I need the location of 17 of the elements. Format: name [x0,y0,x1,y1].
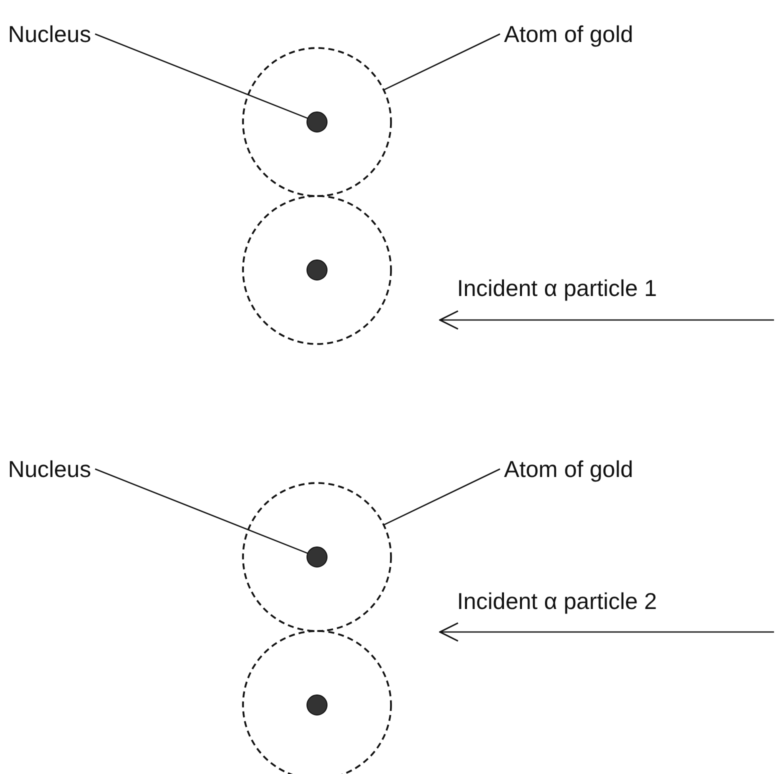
atom-circle [242,47,392,197]
atom-circle [242,482,392,632]
particle-label: Incident α particle 2 [457,588,657,614]
label-text: Nucleus [8,456,92,482]
label-text: Atom of gold [504,456,634,482]
nucleus-dot [306,111,328,133]
nucleus-dot [306,546,328,568]
particle-label: Incident α particle 1 [457,275,657,301]
label-text: Atom of gold [504,21,634,47]
nucleus-dot [306,259,328,281]
label-text: Nucleus [8,21,92,47]
leader-line [383,33,500,91]
atom-circle [242,195,392,345]
nucleus-dot [306,694,328,716]
leader-line [94,468,308,554]
leader-line [383,468,500,526]
leader-line [94,33,308,119]
